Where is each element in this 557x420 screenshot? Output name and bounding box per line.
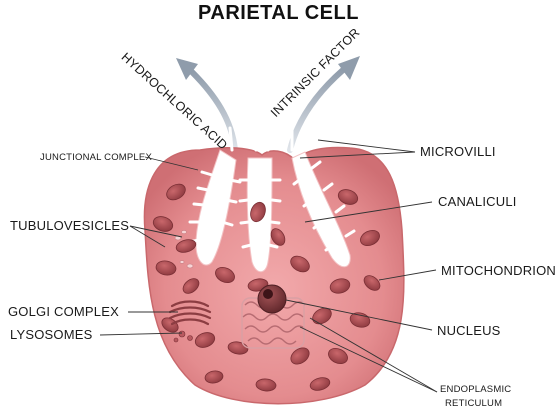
mitochondrion [161, 317, 179, 333]
mitochondrion [360, 229, 380, 247]
mitochondrion [328, 347, 348, 365]
mitochondrion-label: MITOCHONDRION [441, 263, 557, 278]
mitochondrion [309, 377, 331, 391]
mitochondrion [215, 266, 235, 284]
endoplasmic-label-line1: ENDOPLASMIC [440, 384, 512, 395]
mitochondrion [166, 183, 186, 201]
diagram-title: PARIETAL CELL [198, 2, 359, 24]
tubulovesicles-label: TUBULOVESICLES [10, 218, 130, 233]
mitochondrion [175, 239, 197, 253]
nucleus-label: NUCLEUS [437, 323, 501, 338]
canaliculi-label: CANALICULI [438, 194, 517, 209]
canaliculus-right [291, 151, 351, 268]
mitochondrion [312, 307, 332, 325]
mitochondrion [290, 255, 310, 273]
mitochondrion [204, 370, 224, 384]
mitochondrion [290, 347, 310, 365]
lysosomes-label: LYSOSOMES [10, 327, 93, 342]
mitochondrion [255, 378, 277, 392]
microvilli-group [187, 126, 356, 252]
leader-lines [99, 139, 438, 393]
lysosomes [173, 330, 193, 343]
canaliculus-left [195, 149, 237, 266]
if-arrowhead [338, 56, 360, 80]
mitochondrion [182, 278, 200, 294]
canaliculi-group [195, 149, 351, 273]
microvilli-label: MICROVILLI [420, 144, 496, 159]
mitochondrion [155, 260, 177, 276]
hcl-arrowhead [176, 58, 198, 80]
mitochondrion [250, 201, 266, 223]
mitochondrion [329, 278, 351, 294]
mitochondrion [363, 275, 381, 291]
endoplasmic-label-line2: RETICULUM [445, 398, 503, 409]
golgi-complex [168, 300, 212, 326]
mitochondrion [152, 216, 174, 232]
tubulovesicles [174, 230, 194, 269]
junctional-complex-label: JUNCTIONAL COMPLEX [40, 152, 152, 163]
nucleus [257, 284, 287, 314]
golgi-complex-label: GOLGI COMPLEX [8, 304, 119, 319]
hcl-arrow [189, 69, 238, 153]
mitochondrion [194, 332, 216, 348]
mitochondria-group [152, 183, 381, 392]
mitochondrion [337, 189, 359, 205]
mitochondrion [270, 228, 286, 246]
